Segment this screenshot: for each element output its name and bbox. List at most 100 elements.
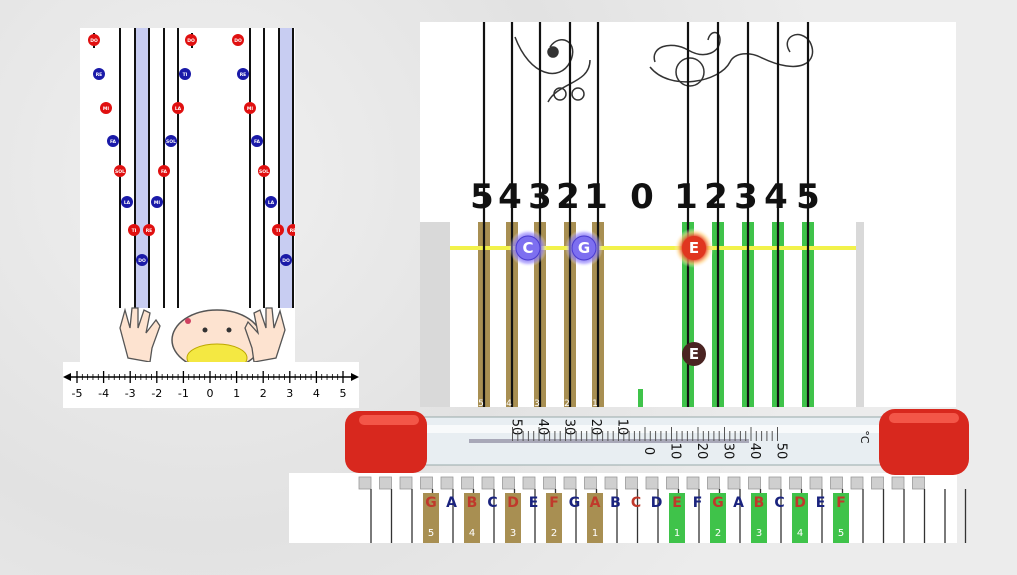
key-letter: A xyxy=(590,495,601,511)
key-cap xyxy=(358,476,372,490)
number-line-label: -1 xyxy=(178,387,189,400)
key-cap xyxy=(440,476,454,490)
solfege-label: LA xyxy=(175,106,182,112)
key-number: 1 xyxy=(674,528,680,539)
key-cap xyxy=(871,476,884,490)
thermometer-label: 50 xyxy=(509,419,524,436)
zero-bar-stub xyxy=(638,389,643,407)
key-letter: C xyxy=(487,495,497,511)
thermometer-left-cap xyxy=(345,411,427,473)
key-letter: B xyxy=(754,495,765,511)
note-ball-label: C xyxy=(522,239,533,257)
thermometer-label: 40 xyxy=(747,443,762,460)
solfege-dot xyxy=(185,34,197,46)
key-number: 5 xyxy=(428,528,434,539)
solfege-dot xyxy=(244,102,256,114)
solfege-label: DO xyxy=(138,258,146,264)
key-cap xyxy=(522,476,536,490)
staff-number: 2 xyxy=(556,177,580,217)
solfege-label: DO xyxy=(187,38,195,44)
key-cap xyxy=(912,476,925,490)
solfege-label: SOL xyxy=(166,139,176,145)
bar-bottom-label: 3 xyxy=(534,399,540,407)
solfege-label: LA xyxy=(268,200,275,206)
staff-number: 0 xyxy=(630,177,654,217)
solfege-label: TI xyxy=(132,228,137,234)
staff-vertical-lines xyxy=(482,22,810,407)
solfege-dot xyxy=(121,196,133,208)
key-letter: G xyxy=(569,495,581,511)
bar-bottom-labels: 5 4 3 2 1 xyxy=(478,399,598,407)
green-key-bar xyxy=(792,493,808,543)
left-hand-illustration xyxy=(119,307,161,362)
thermometer-label: 50 xyxy=(774,443,789,460)
solfege-dot xyxy=(287,224,295,236)
thermometer-label: 30 xyxy=(562,419,577,436)
treble-clef-icon xyxy=(649,31,814,87)
solfege-label: MI xyxy=(103,106,109,112)
solfege-dot xyxy=(172,102,184,114)
brown-key-bar xyxy=(546,493,562,543)
number-line-label: -5 xyxy=(72,387,83,400)
key-letter: F xyxy=(836,495,846,511)
note-ball xyxy=(515,235,541,261)
center-column-left xyxy=(135,28,149,308)
solfege-label: DO xyxy=(234,38,242,44)
right-grey-block xyxy=(856,222,864,407)
solfege-label: FA xyxy=(254,139,261,145)
key-cap xyxy=(645,476,659,490)
solfege-label: SOL xyxy=(115,169,125,175)
green-key-bar xyxy=(833,493,849,543)
key-cap xyxy=(768,476,782,490)
bar-bottom-label: 4 xyxy=(506,399,512,407)
key-cap xyxy=(399,476,413,490)
child-face-illustration xyxy=(171,309,263,362)
key-cap xyxy=(707,476,720,490)
solfege-label: TI xyxy=(276,228,281,234)
key-cap xyxy=(830,476,843,490)
key-letter: E xyxy=(529,495,539,511)
bar-bottom-label: 1 xyxy=(592,399,598,407)
thermometer-right-cap xyxy=(879,409,969,475)
key-cap xyxy=(686,476,700,490)
green-key-bar xyxy=(669,493,685,543)
key-cap xyxy=(727,476,741,490)
staff-number: 1 xyxy=(584,177,608,217)
note-ball-label: E xyxy=(689,345,699,363)
brown-key-bar xyxy=(587,493,603,543)
solfege-dot xyxy=(179,68,191,80)
bar-bottom-label: 5 xyxy=(478,399,484,407)
key-number: 4 xyxy=(797,528,803,539)
key-cap xyxy=(563,476,577,490)
key-letter: G xyxy=(712,495,724,511)
number-line-label: -2 xyxy=(151,387,162,400)
solfege-dot xyxy=(128,224,140,236)
key-cap xyxy=(379,476,392,490)
solfege-dot xyxy=(158,165,170,177)
solfege-dot xyxy=(151,196,163,208)
note-ball-label: E xyxy=(689,239,699,257)
staff-number: 3 xyxy=(528,177,552,217)
number-line-label: 2 xyxy=(260,387,267,400)
thermometer-label: 10 xyxy=(668,443,683,460)
number-line-label: 1 xyxy=(233,387,240,400)
thermometer-label: 20 xyxy=(694,443,709,460)
solfege-dot xyxy=(93,68,105,80)
key-letter: D xyxy=(507,495,519,511)
solfege-label: DO xyxy=(90,38,98,44)
thermometer-label: 30 xyxy=(721,443,736,460)
solfege-dot xyxy=(136,254,148,266)
key-letter: E xyxy=(816,495,826,511)
key-letter: A xyxy=(446,495,457,511)
note-ball-label: G xyxy=(578,239,590,257)
bar-bottom-label: 2 xyxy=(564,399,570,407)
solfege-label: RE xyxy=(290,228,295,234)
key-number: 3 xyxy=(510,528,516,539)
note-ball xyxy=(682,342,706,366)
